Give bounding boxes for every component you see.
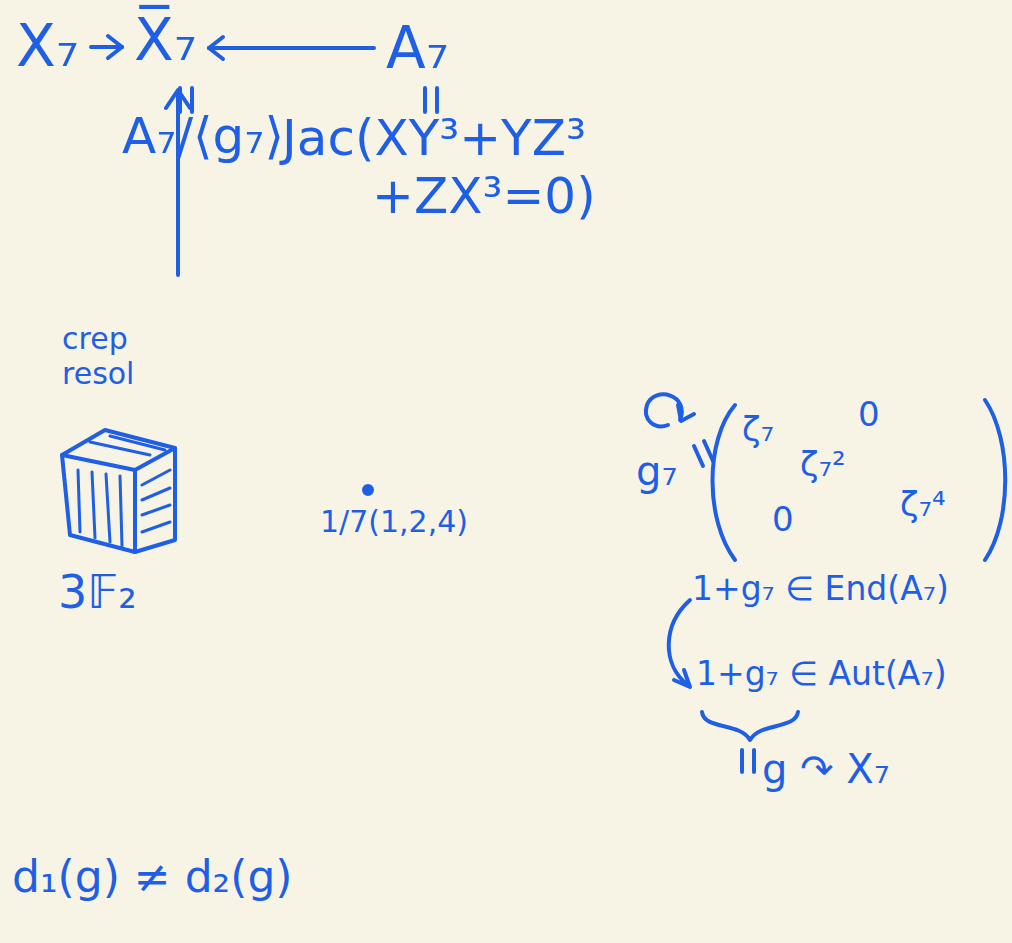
space-symbol: X₇ [10,8,85,84]
math-label: crep resol [62,322,172,391]
math-label: 3𝔽₂ [58,566,137,619]
math-label: 0 [772,500,794,539]
map-arrow [209,37,374,59]
math-label: A₇/⟨g₇⟩ [122,108,284,166]
surface-sketch [62,430,175,552]
action-arrow [646,394,682,426]
space-symbol: X̅₇ [128,2,203,78]
math-label: ζ₇² [800,445,846,484]
equals-sign [425,88,437,112]
math-label: 1+g₇ ∈ End(A₇) [692,570,949,608]
space-name: X̅₇ [134,6,197,74]
inclusion-arrow [669,600,690,687]
math-label: 1+g₇ ∈ Aut(A₇) [696,655,947,693]
math-label: 1/7(1,2,4) [320,505,468,540]
map-arrow [91,36,122,58]
underbrace [702,712,798,740]
math-label: Jac(XY³+YZ³ +ZX³=0) [282,110,752,225]
space-symbol: A₇ [380,10,455,86]
math-label: d₁(g) ≠ d₂(g) [12,852,293,903]
math-label: g ↷ X₇ [762,746,890,792]
point [364,486,372,494]
math-label: ζ₇⁴ [900,485,946,524]
math-label: ζ₇ [742,410,774,449]
math-label: g₇ [636,448,677,494]
equals-sign [694,441,713,466]
matrix-bracket [985,400,1005,560]
matrix-bracket [713,405,736,560]
math-label: 0 [858,395,880,434]
space-name: A₇ [386,14,449,82]
space-name: X₇ [16,12,79,80]
action-arrow [678,405,694,421]
equals-sign [742,750,754,772]
